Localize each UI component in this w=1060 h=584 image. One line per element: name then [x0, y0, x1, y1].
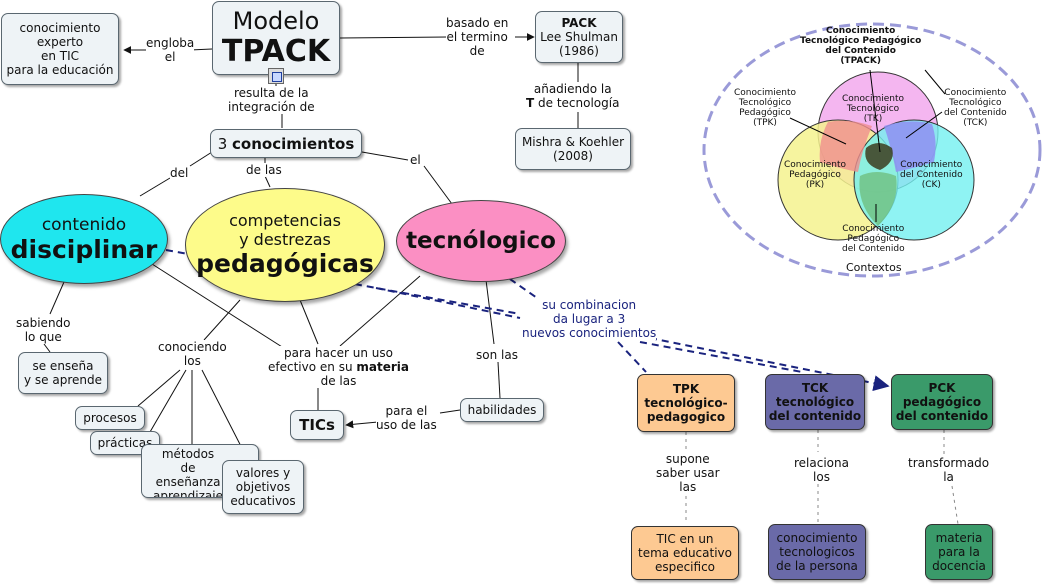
tics-node[interactable]: TICs: [290, 410, 344, 440]
competencias-words: competencias y destrezas: [229, 211, 341, 249]
link-tres-el: [361, 151, 409, 161]
link-comp-parahacer: [299, 299, 319, 345]
contenido-word: contenido: [41, 214, 127, 235]
engloba-label: engloba el: [146, 36, 195, 64]
se-ensena-node[interactable]: se enseña y se aprende: [18, 352, 108, 394]
disciplinar-word: disciplinar: [10, 234, 158, 264]
tpack-center: [865, 143, 893, 170]
tecnologico-ellipse[interactable]: tecnólogico: [396, 200, 566, 282]
link-comb-tpk: [617, 341, 647, 373]
link-comb-pck: [649, 337, 890, 391]
competencias-pedagogicas-ellipse[interactable]: competencias y destrezas pedagógicas: [185, 188, 385, 302]
venn-tck-label: Conocimiento Tecnológico del Contenido (…: [944, 88, 1007, 128]
tck-node[interactable]: TCK tecnológico del contenido: [765, 374, 865, 430]
procesos-node[interactable]: procesos: [75, 406, 145, 430]
link-del-contenido: [139, 177, 171, 197]
venn-contextos-label: Contextos: [846, 261, 902, 274]
link-conociendo-procesos: [137, 369, 181, 407]
tck-overlap: [884, 121, 936, 172]
tpk-overlap: [819, 120, 872, 172]
tpack-title-node[interactable]: Modelo TPACK: [212, 1, 340, 75]
del-label: del: [170, 166, 189, 180]
venn-pck-label: Conocimiento Pedagógico del Contenido: [842, 224, 905, 254]
tecnologico-word: tecnólogico: [406, 227, 556, 254]
venn-tpk-label: Conocimiento Tecnológico Pedagógico (TPK…: [734, 88, 796, 128]
link-tres-del: [189, 151, 213, 167]
link-cont-sabiendo: [49, 281, 65, 315]
link-cont-parahacer: [151, 263, 291, 353]
para-hacer-label: para hacer un uso efectivo en su materia…: [268, 346, 409, 388]
tic-tema-node[interactable]: TIC en un tema educativo especifico: [631, 526, 739, 580]
para-hacer-text: para hacer un uso efectivo en su: [268, 346, 393, 374]
pedagogicas-word: pedagógicas: [196, 249, 374, 278]
anadiendo-rest: de tecnología: [534, 96, 620, 110]
son-las-label: son las: [476, 348, 518, 362]
tpack-venn-diagram: [702, 22, 1042, 278]
pck-node[interactable]: PCK pedagógico del contenido: [891, 374, 993, 430]
supone-label: supone saber usar las: [656, 452, 720, 494]
link-habilidades-parael: [439, 409, 461, 414]
pack-detail: Lee Shulman (1986): [540, 30, 618, 58]
venn-tk-label: Conocimiento Tecnológico (TK): [842, 94, 904, 124]
tres-word: conocimientos: [232, 134, 355, 153]
valores-node[interactable]: valores y objetivos educativos: [222, 460, 304, 514]
combinacion-label: su combinacion da lugar a 3 nuevos conoc…: [522, 298, 657, 340]
link-comp-conociendo: [203, 299, 241, 341]
tres-conocimientos-node[interactable]: 3 conocimientos: [210, 129, 362, 158]
pack-node[interactable]: PACK Lee Shulman (1986): [535, 11, 623, 63]
contenido-disciplinar-ellipse[interactable]: contenido disciplinar: [0, 194, 168, 284]
de-las-label: de las: [246, 163, 282, 177]
basado-label: basado en el termino de: [446, 16, 509, 58]
venn-tpack-label: Conocimiento Tecnológico Pedagógico del …: [800, 26, 922, 66]
relaciona-label: relaciona los: [794, 456, 849, 484]
document-icon[interactable]: [268, 68, 284, 84]
para-hacer-rest: de las: [320, 374, 357, 388]
experto-tic-node[interactable]: conocimiento experto en TIC para la educ…: [1, 13, 119, 85]
tpk-node[interactable]: TPK tecnológico- pedagogico: [637, 374, 735, 432]
link-sonlas-habilidades: [497, 361, 501, 399]
link-el-tec: [423, 165, 453, 205]
anadiendo-t: T: [526, 96, 535, 110]
resulta-label: resulta de la integración de: [228, 86, 315, 114]
link-parael-tics: [345, 420, 379, 429]
link-sabiendo-se: [43, 343, 51, 353]
anadiendo-text: añadiendo la: [533, 82, 612, 96]
link-transformado-materia: [951, 485, 959, 525]
link-comp-comb: [375, 287, 521, 319]
link-delas-comp: [264, 175, 271, 188]
para-el-label: para el uso de las: [376, 404, 437, 432]
mishra-node[interactable]: Mishra & Koehler (2008): [515, 128, 631, 170]
materia-docencia-node[interactable]: materia para la docencia: [925, 524, 993, 580]
el-label: el: [410, 153, 421, 167]
venn-pk-label: Conocimiento Pedagógico (PK): [784, 160, 846, 190]
para-hacer-materia: materia: [356, 360, 409, 374]
link-tec-comb: [499, 271, 541, 301]
link-basado: [339, 36, 449, 39]
transformado-label: transformado la: [908, 456, 990, 484]
link-tec-sonlas: [485, 279, 495, 345]
habilidades-node[interactable]: habilidades: [460, 398, 544, 422]
conocimiento-tecnologicos-node[interactable]: conocimiento tecnologicos de la persona: [768, 524, 866, 580]
sabiendo-label: sabiendo lo que: [16, 316, 71, 344]
pack-title: PACK: [561, 16, 597, 30]
tres-number: 3: [217, 134, 233, 153]
conociendo-label: conociendo los: [158, 340, 227, 368]
pck-overlap: [859, 172, 897, 226]
title-line1: Modelo: [232, 7, 320, 35]
link-comb-tck: [639, 341, 803, 373]
link-tec-parahacer: [339, 275, 421, 347]
venn-ck-label: Conocimiento del Contenido (CK): [900, 160, 963, 190]
link-conociendo-practicas: [149, 369, 187, 433]
title-line2: TPACK: [221, 34, 331, 69]
